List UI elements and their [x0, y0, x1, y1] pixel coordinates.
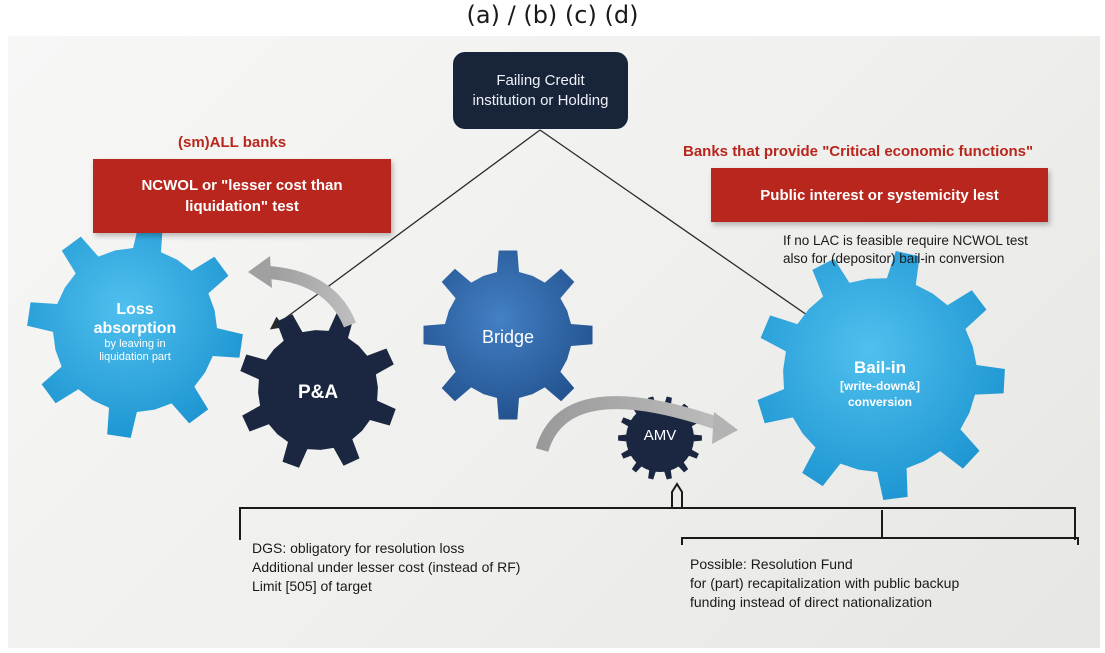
loss-label-line1: Loss [116, 301, 154, 318]
loss-label-line2: absorption [93, 320, 177, 337]
arrow-to-bailin [539, 129, 823, 326]
loss-absorption-label: Loss absorption by leaving in liquidatio… [60, 300, 210, 364]
bailin-label-line1: Bail-in [854, 358, 906, 377]
amv-label: AMV [643, 427, 677, 444]
public-interest-test-box: Public interest or systemicity lest [711, 168, 1048, 222]
rf-note-line3: funding instead of direct nationalizatio… [690, 594, 933, 610]
failing-institution-line2: institution or Holding [472, 91, 609, 109]
dgs-note-line1: DGS: obligatory for resolution loss [252, 540, 465, 556]
loss-label-line3: by leaving in [104, 338, 166, 350]
rf-note-line1: Possible: Resolution Fund [690, 556, 853, 572]
rf-note: Possible: Resolution Fund for (part) rec… [690, 555, 959, 612]
curved-arrow-left-head [248, 256, 272, 288]
lac-note-line2: also for (depositor) bail-in conversion [783, 251, 1005, 266]
bailin-label-line2: [write-down&] [840, 379, 920, 393]
lac-note: If no LAC is feasible require NCWOL test… [783, 232, 1028, 268]
ncwol-test-line1: NCWOL or "lesser cost than [141, 177, 343, 194]
bailin-label-line3: conversion [847, 395, 913, 409]
dgs-note: DGS: obligatory for resolution loss Addi… [252, 539, 520, 596]
brace-rf [681, 537, 1079, 545]
curved-arrow-right-head [712, 412, 738, 444]
failing-institution-box: Failing Credit institution or Holding [453, 52, 628, 129]
pa-label: P&A [297, 382, 339, 403]
bailin-label: Bail-in [write-down&] conversion [800, 357, 960, 410]
bailin-gear-shape [757, 251, 1005, 500]
dgs-note-line3: Limit [505] of target [252, 578, 372, 594]
curved-arrow-right [535, 396, 725, 453]
rf-note-line2: for (part) recapitalization with public … [690, 575, 960, 591]
failing-institution-line1: Failing Credit [496, 71, 585, 89]
bridge-gear-shape [423, 250, 593, 420]
lac-note-line1: If no LAC is feasible require NCWOL test [783, 233, 1028, 248]
brace-amv-tick [671, 482, 683, 508]
arrow-to-pa [269, 129, 541, 330]
public-interest-test-label: Public interest or systemicity lest [760, 186, 999, 204]
pa-gear-shape [240, 312, 396, 468]
critical-functions-heading: Banks that provide "Critical economic fu… [683, 143, 1034, 160]
dgs-note-line2: Additional under lesser cost (instead of… [252, 559, 521, 575]
ncwol-test-line2: liquidation" test [185, 198, 299, 215]
loss-gear-shape [27, 222, 243, 438]
small-banks-heading: (sm)ALL banks [178, 134, 287, 151]
brace-main [239, 507, 1076, 540]
bridge-label: Bridge [481, 327, 535, 347]
ncwol-test-box: NCWOL or "lesser cost than liquidation" … [93, 159, 391, 233]
page-heading: (a) / (b) (c) (d) [466, 1, 639, 29]
curved-arrow-left [261, 265, 357, 328]
loss-label-line4: liquidation part [99, 351, 171, 363]
